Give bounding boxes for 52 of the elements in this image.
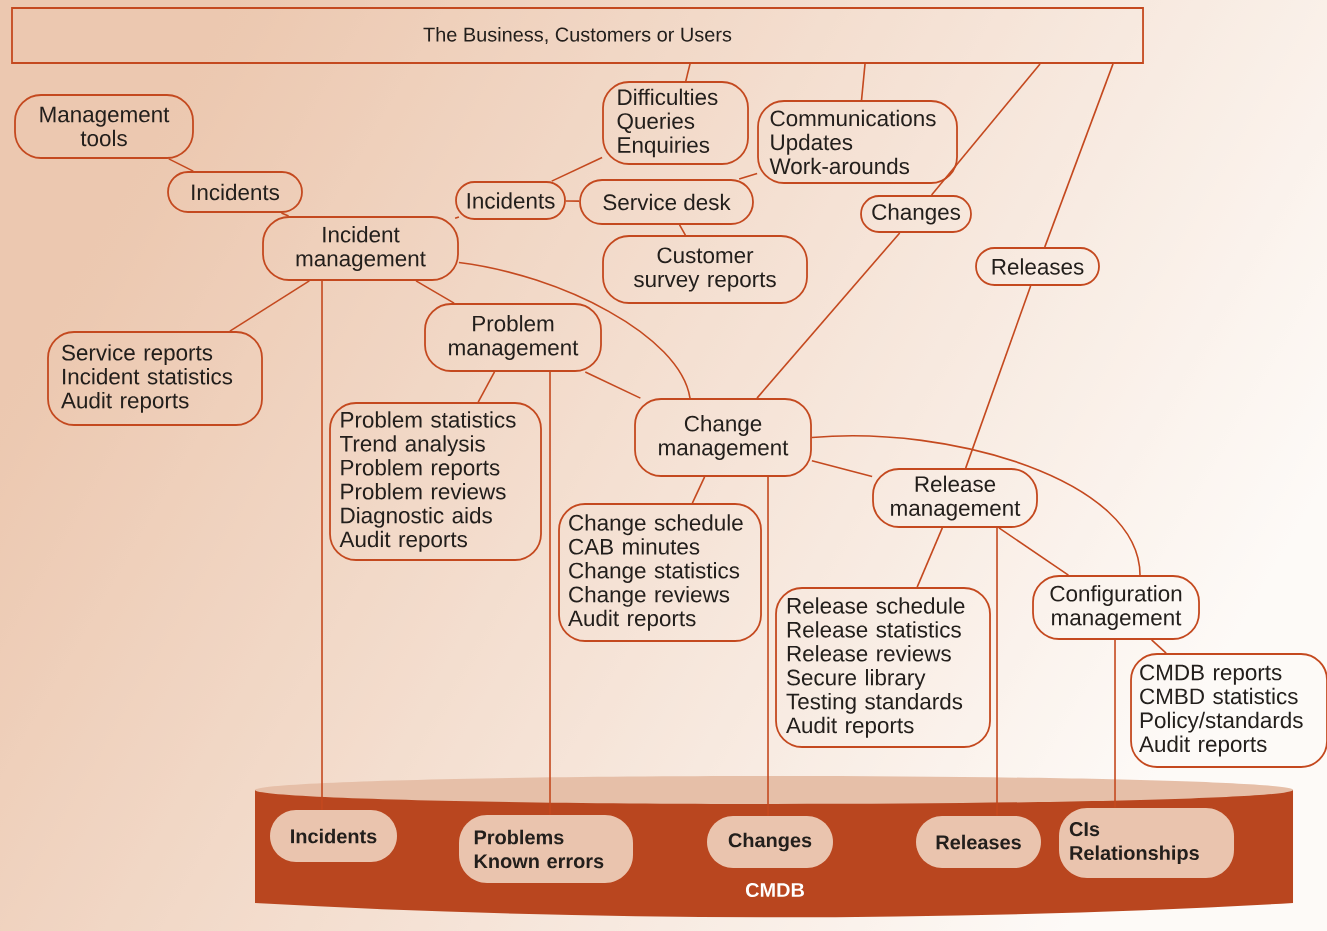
rounded-box: Problem statistics Trend analysis Problem reports Problem reviews Diagnostic aids Audit reports [329,402,542,561]
record-pill: Problems Known errors [459,815,633,883]
connector-line [685,63,691,82]
connector-line [458,261,691,399]
connector-line [930,63,1041,196]
rounded-box: CMDB reports CMBD statistics Policy/standards Audit reports [1130,653,1327,768]
connector-line [168,158,195,172]
record-pill: Changes [707,816,833,868]
rounded-box: Incident management [262,216,459,281]
connector-line [811,459,873,478]
rounded-box: Communications Updates Work-arounds [757,100,958,184]
rounded-box: Management tools [14,94,194,159]
connector-line [998,527,1070,576]
connector-line [964,285,1032,469]
connector-line [1114,639,1116,809]
connector-line [996,527,998,817]
rounded-box: Release management [872,468,1038,528]
connector-line [1150,639,1167,654]
rounded-box: Configuration management [1032,575,1200,640]
connector-line [756,232,901,399]
connector-line [229,280,311,332]
rounded-box: Change management [634,398,812,477]
connector-line [280,212,290,217]
connector-line [415,280,455,304]
connector-line [738,172,758,180]
rounded-box: Changes [860,195,972,233]
connector-line [860,63,866,101]
connector-line [691,476,706,504]
rounded-box: Problem management [424,303,602,372]
connector-line [916,527,944,588]
connector-line [767,476,769,817]
connector-line [811,434,1141,576]
connector-line [549,371,551,816]
rounded-box: Change schedule CAB minutes Change statistics Change reviews Audit reports [558,503,762,642]
connector-line [1043,63,1114,248]
connector-line [565,200,580,202]
connector-line [477,371,496,403]
rounded-box: Release schedule Release statistics Release reviews Secure library Testing standards Audit reports [775,587,991,748]
connector-line [454,216,460,219]
rounded-box: Incidents [455,181,566,220]
rounded-box: Service reports Incident statistics Audit reports [47,331,263,426]
rounded-box: Incidents [167,171,303,213]
rounded-box: Service desk [579,179,754,225]
connector-line [550,156,603,182]
connector-line [678,224,687,236]
rounded-box: Customer survey reports [602,235,808,304]
rounded-box: Difficulties Queries Enquiries [602,81,749,165]
rounded-box: Releases [975,247,1100,286]
connector-line [584,371,642,399]
connector-line [321,280,323,811]
audience-box: The Business, Customers or Users [11,7,1144,64]
record-pill: CIs Relationships [1059,808,1234,878]
